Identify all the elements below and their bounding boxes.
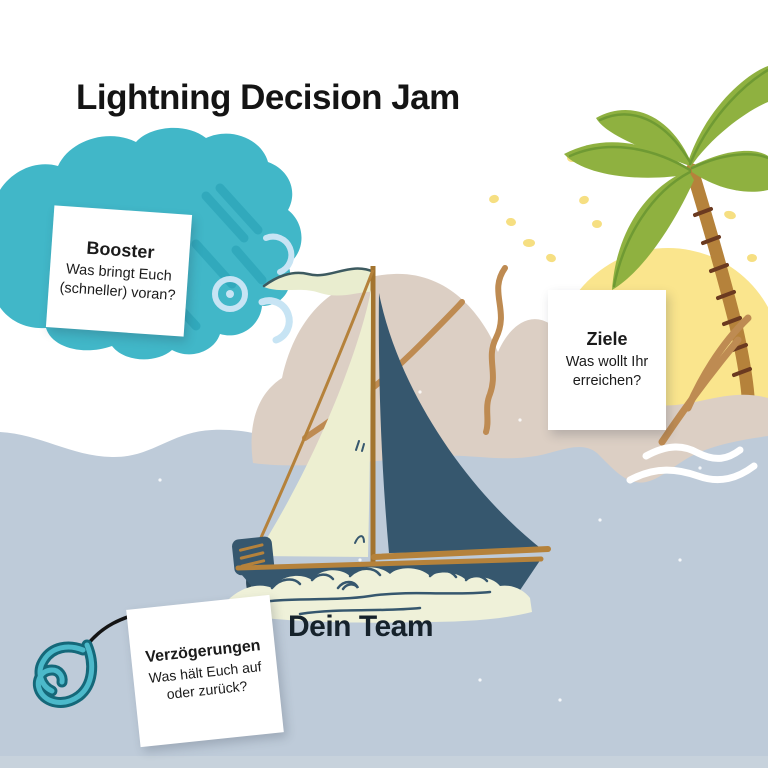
bow-waves	[228, 567, 532, 623]
ziele-title: Ziele	[586, 329, 628, 350]
front-sail	[256, 290, 371, 557]
sticky-note-verzoegerungen[interactable]: Verzögerungen Was hält Euch auf oder zur…	[126, 594, 284, 748]
shore-strip	[0, 756, 768, 768]
main-sail	[378, 293, 544, 553]
cloud-swirls	[212, 233, 295, 344]
booster-question: Was bringt Euch (schneller) voran?	[59, 261, 176, 304]
team-label: Dein Team	[288, 610, 434, 643]
sun-sparkles	[489, 154, 757, 263]
sticky-note-ziele[interactable]: Ziele Was wollt Ihr erreichen?	[548, 290, 666, 430]
flag	[264, 268, 374, 296]
fishing-hook-icon	[32, 639, 98, 708]
page-title: Lightning Decision Jam	[76, 78, 460, 117]
sticky-note-booster[interactable]: Booster Was bringt Euch (schneller) vora…	[45, 205, 193, 337]
ziele-question: Was wollt Ihr erreichen?	[565, 354, 649, 389]
boom	[371, 546, 551, 560]
sailboat-illustration	[228, 266, 551, 623]
wave-lines	[626, 443, 758, 484]
palm-tree-illustration	[564, 66, 768, 290]
